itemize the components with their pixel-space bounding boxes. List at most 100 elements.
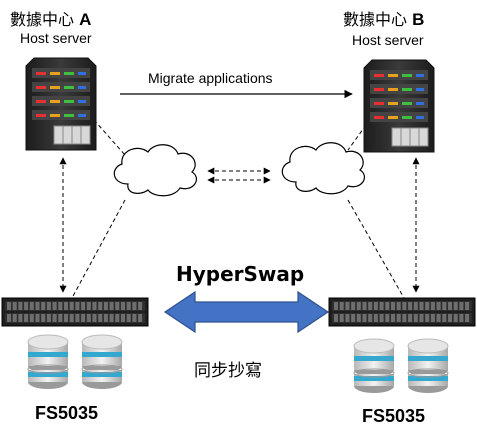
drive-slot [29, 314, 34, 322]
drive-slot [339, 314, 344, 322]
drive-slot [442, 314, 447, 322]
drive-slot [86, 314, 91, 322]
drive-slot [109, 314, 114, 322]
drive-slot [24, 302, 29, 310]
drive-slot [408, 302, 413, 310]
drive-slot [402, 314, 407, 322]
drive-slot [126, 302, 131, 310]
drive-slot [115, 314, 120, 322]
drive-slot [92, 302, 97, 310]
drive-slot [115, 302, 120, 310]
drive-slot [81, 314, 86, 322]
site-b-letter: B [412, 10, 425, 29]
drive-slot [453, 302, 458, 310]
drive-slot [132, 302, 137, 310]
drive-slot [391, 314, 395, 322]
drive-slot [24, 314, 29, 322]
drive-slot [419, 314, 424, 322]
drive-slot [29, 302, 34, 310]
storage-slots [7, 302, 470, 322]
drive-slot [92, 314, 97, 322]
drive-slot [419, 302, 424, 310]
drive-slot [430, 314, 435, 322]
drive-slot [75, 302, 80, 310]
drive-slot [46, 302, 51, 310]
cloud-a-to-storage-a-link [71, 199, 126, 299]
drive-slot [132, 314, 137, 322]
drive-slot [46, 314, 51, 322]
database-a1-icon [27, 334, 69, 390]
drive-slot [379, 314, 384, 322]
cloud-b-icon [281, 142, 366, 195]
database-b2-icon [407, 338, 449, 394]
drive-slot [465, 314, 470, 322]
hyperswap-label: HyperSwap [176, 262, 305, 286]
drive-slot [362, 302, 367, 310]
server-b-icon [363, 59, 435, 153]
site-b-title: 數據中心 B [343, 6, 424, 30]
storage-b-label: FS5035 [362, 406, 426, 426]
drive-slot [351, 302, 356, 310]
drive-slot [459, 302, 464, 310]
drive-slot [345, 302, 350, 310]
drive-slot [448, 302, 452, 310]
drive-slot [442, 302, 447, 310]
drive-slot [12, 314, 17, 322]
drive-slot [86, 302, 91, 310]
drive-slot [69, 314, 74, 322]
storage-array-b-icon [328, 297, 476, 327]
drive-slot [379, 302, 384, 310]
drive-slot [413, 302, 418, 310]
server-a-icon [25, 57, 97, 151]
server-a-to-cloud-link [93, 119, 126, 156]
drive-slot [425, 302, 430, 310]
drive-slot [103, 302, 108, 310]
site-a-letter: A [79, 10, 92, 29]
drive-slot [334, 314, 338, 322]
drive-slot [368, 302, 373, 310]
drive-slot [459, 314, 464, 322]
drive-slot [69, 302, 74, 310]
drive-slot [81, 302, 86, 310]
drive-slot [121, 302, 125, 310]
storage-a-label: FS5035 [35, 403, 99, 423]
drive-slot [58, 302, 63, 310]
drive-slot [436, 314, 441, 322]
storage-array-a-icon [1, 297, 149, 327]
drive-slot [12, 302, 17, 310]
drive-slot [345, 314, 350, 322]
drive-slot [425, 314, 430, 322]
drive-slot [64, 302, 68, 310]
drive-slot [138, 314, 143, 322]
drive-slot [339, 302, 344, 310]
drive-slot [41, 314, 46, 322]
drive-slot [58, 314, 63, 322]
drive-slot [126, 314, 131, 322]
drive-slot [98, 302, 103, 310]
drive-slot [138, 302, 143, 310]
drive-slot [396, 314, 401, 322]
drive-slot [385, 314, 390, 322]
hyperswap-double-arrow-icon [163, 290, 330, 334]
drive-slot [465, 302, 470, 310]
site-b-role: Host server [352, 32, 424, 48]
drive-slot [103, 314, 108, 322]
drive-slot [35, 314, 40, 322]
drive-slot [109, 302, 114, 310]
site-a-role: Host server [20, 30, 92, 46]
drive-slot [121, 314, 125, 322]
drive-slot [408, 314, 413, 322]
drive-slot [35, 302, 40, 310]
drive-slot [52, 314, 57, 322]
database-a2-icon [81, 334, 123, 390]
drive-slot [351, 314, 356, 322]
cloud-a-icon [113, 144, 198, 197]
drive-slot [430, 302, 435, 310]
site-a-title: 數據中心 A [10, 6, 91, 30]
drive-slot [334, 302, 338, 310]
drive-slot [368, 314, 373, 322]
drive-slot [98, 314, 103, 322]
drive-slot [373, 314, 378, 322]
drive-slot [7, 314, 11, 322]
